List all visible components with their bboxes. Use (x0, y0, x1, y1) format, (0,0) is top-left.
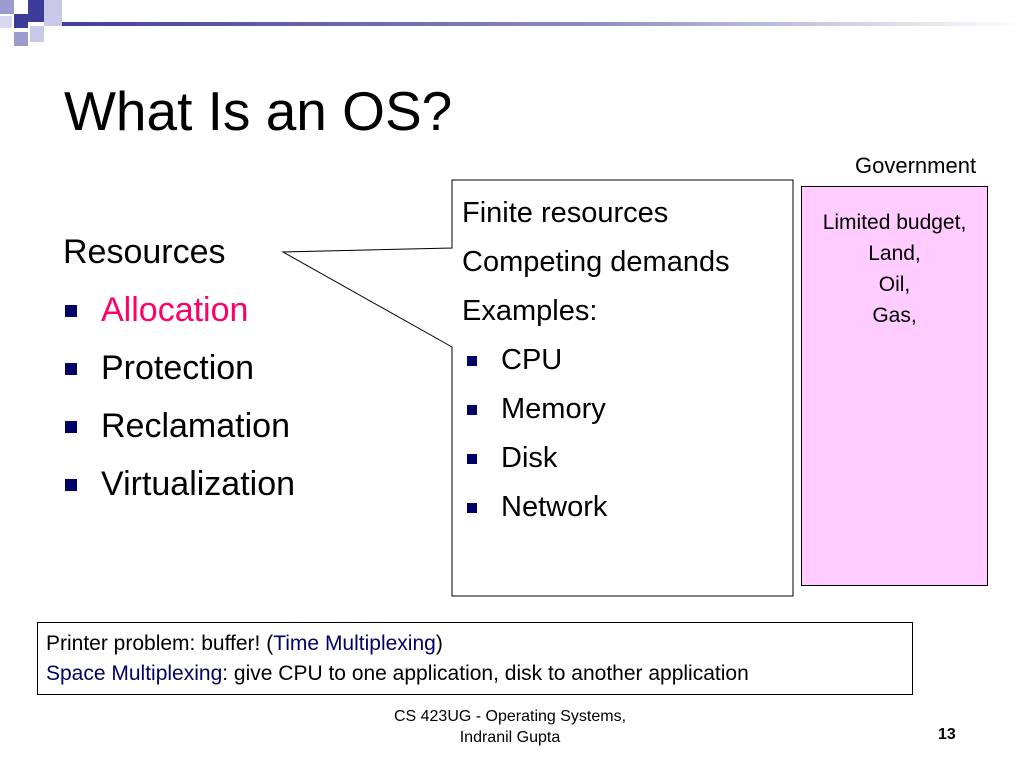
list-item-reclamation: Reclamation (63, 406, 295, 446)
resources-heading: Resources (63, 233, 226, 271)
callout-content: Finite resources Competing demands Examp… (462, 196, 782, 539)
header-decoration (0, 0, 1024, 46)
bullet-square-icon (65, 363, 77, 375)
bullet-square-icon (65, 421, 77, 433)
note-text: : give CPU to one application, disk to a… (222, 662, 749, 685)
list-item-label: Virtualization (101, 465, 296, 503)
bullet-square-icon (65, 305, 77, 317)
list-item-protection: Protection (63, 348, 295, 388)
callout-line: Finite resources (462, 197, 669, 229)
time-multiplexing-term: Time Multiplexing (273, 632, 436, 655)
example-item-disk: Disk (462, 441, 782, 475)
government-line: Oil, (878, 273, 911, 296)
note-text: ) (435, 632, 443, 655)
example-label: Memory (501, 393, 606, 425)
callout-line: Competing demands (462, 246, 730, 278)
footer-author: Indranil Gupta (459, 729, 561, 746)
government-label: Government (855, 153, 977, 178)
footer-course: CS 423UG - Operating Systems, (393, 708, 627, 725)
government-line: Land, (868, 242, 921, 265)
example-label: CPU (501, 344, 563, 376)
bullet-square-icon (65, 479, 77, 491)
note-line-2: Space Multiplexing: give CPU to one appl… (46, 659, 912, 689)
note-text: Printer problem: buffer! ( (46, 632, 274, 655)
example-item-network: Network (462, 490, 782, 524)
example-item-cpu: CPU (462, 343, 782, 377)
space-multiplexing-term: Space Multiplexing (46, 662, 223, 685)
page-number: 13 (938, 726, 956, 743)
government-line: Gas, (872, 304, 917, 327)
list-item-allocation: Allocation (63, 290, 295, 330)
bullet-square-icon (467, 454, 477, 464)
note-line-1: Printer problem: buffer! (Time Multiplex… (46, 629, 912, 659)
list-item-label: Allocation (101, 291, 249, 329)
bullet-square-icon (467, 356, 477, 366)
government-line: Limited budget, (822, 211, 967, 234)
list-item-virtualization: Virtualization (63, 464, 295, 504)
example-item-memory: Memory (462, 392, 782, 426)
list-item-label: Protection (101, 349, 255, 387)
slide-footer: CS 423UG - Operating Systems, Indranil G… (380, 706, 640, 748)
multiplexing-note: Printer problem: buffer! (Time Multiplex… (37, 622, 913, 695)
slide-title: What Is an OS? (64, 80, 453, 142)
list-item-label: Reclamation (101, 407, 290, 445)
resources-list: Resources Allocation Protection Reclamat… (63, 232, 295, 504)
callout-line: Examples: (462, 295, 598, 327)
bullet-square-icon (467, 503, 477, 513)
bullet-square-icon (467, 405, 477, 415)
example-label: Disk (501, 442, 558, 474)
government-box: Limited budget, Land, Oil, Gas, (801, 186, 988, 586)
example-label: Network (501, 491, 608, 523)
